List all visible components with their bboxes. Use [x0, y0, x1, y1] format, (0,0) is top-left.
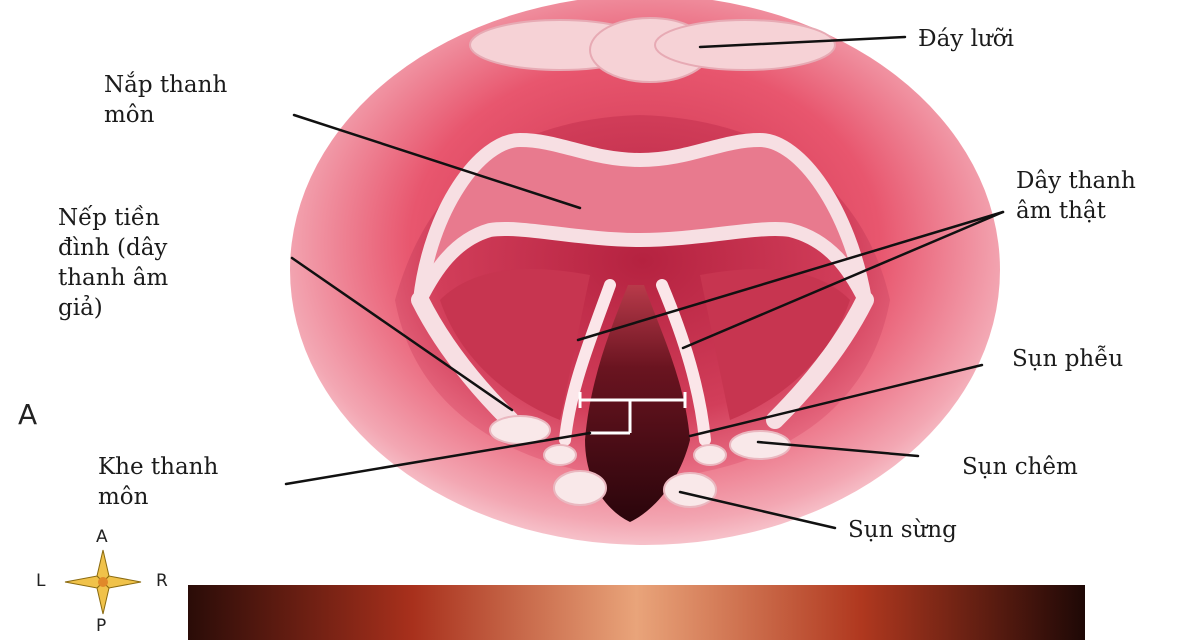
compass-top-label: A: [96, 527, 108, 547]
compass-right-label: R: [156, 571, 168, 591]
label-nep-tien-dinh: Nếp tiền đình (dây thanh âm giả): [58, 203, 168, 323]
label-day-luoi: Đáy lưỡi: [918, 24, 1014, 54]
label-day-thanh-am-that: Dây thanh âm thật: [1016, 166, 1136, 226]
endoscopic-photo-strip: [188, 585, 1085, 640]
label-khe-thanh-mon: Khe thanh môn: [98, 452, 218, 512]
panel-label: A: [18, 398, 37, 431]
orientation-compass: [65, 550, 141, 614]
label-sun-sung: Sụn sừng: [848, 515, 957, 545]
compass-bottom-label: P: [96, 616, 106, 636]
label-nap-thanh-mon: Nắp thanh môn: [104, 70, 227, 130]
label-sun-chem: Sụn chêm: [962, 452, 1078, 482]
label-sun-pheu: Sụn phễu: [1012, 344, 1123, 374]
compass-left-label: L: [36, 571, 45, 591]
